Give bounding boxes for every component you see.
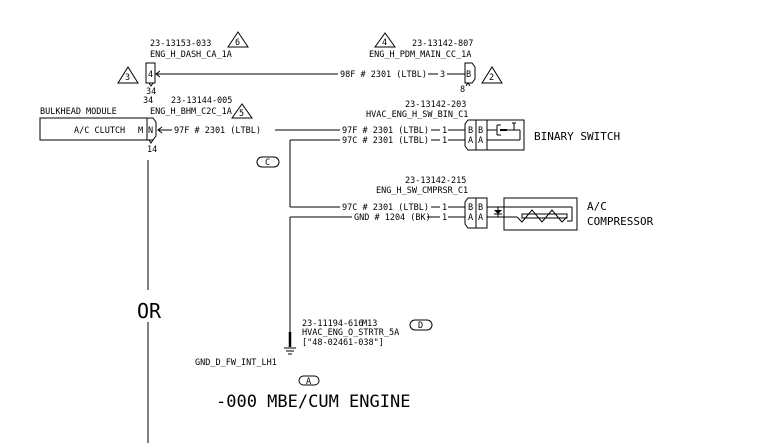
bhm-pin-ref-top: 34 bbox=[143, 96, 153, 106]
compressor-pin-b: B bbox=[468, 203, 473, 213]
svg-text:6: 6 bbox=[235, 38, 240, 48]
callout-5: 5 bbox=[231, 103, 253, 119]
marker-d: D bbox=[409, 319, 433, 331]
bhm-connector-name: ENG_H_BHM_C2C_1A bbox=[150, 107, 232, 117]
ground-label: GND_D_FW_INT_LH1 bbox=[195, 358, 277, 368]
wire-gnd-cmp-pin: 1 bbox=[442, 213, 447, 223]
binary-connector-name: HVAC_ENG_H_SW_BIN_C1 bbox=[366, 110, 468, 120]
ground-connector-name: HVAC_ENG_O_STRTR_5A bbox=[302, 328, 399, 338]
module-title: BULKHEAD MODULE bbox=[40, 107, 117, 117]
pin-ref-arrow-icon bbox=[148, 139, 154, 144]
compressor-device-pin-b: B bbox=[478, 203, 483, 213]
callout-4: 4 bbox=[374, 32, 396, 48]
ground-part: 23-11194-616 bbox=[302, 319, 363, 329]
bhm-connector-part: 23-13144-005 bbox=[171, 96, 232, 106]
bhm-pin: N bbox=[148, 126, 153, 136]
wire-98f-label: 98F # 2301 (LTBL) bbox=[340, 70, 427, 80]
wire-97f-bhm-label: 97F # 2301 (LTBL) bbox=[174, 126, 261, 136]
dash-pin: 4 bbox=[148, 70, 153, 80]
svg-text:D: D bbox=[418, 321, 423, 331]
compressor-pin-a: A bbox=[468, 213, 473, 223]
dash-connector-part: 23-13153-033 bbox=[150, 39, 211, 49]
compressor-device-pin-a: A bbox=[478, 213, 483, 223]
wire-97f-bin-pin: 1 bbox=[442, 126, 447, 136]
pdm-pin: B bbox=[466, 70, 471, 80]
callout-2: 2 bbox=[481, 66, 503, 84]
callout-6: 6 bbox=[227, 31, 249, 48]
ground-connector-sub: ["48-02461-038"] bbox=[302, 338, 384, 348]
wire-gnd-cmp-label: GND # 1204 (BK) bbox=[354, 213, 431, 223]
bhm-connector-pin-box bbox=[146, 117, 157, 141]
svg-text:4: 4 bbox=[382, 38, 387, 48]
compressor-connector-part: 23-13142-215 bbox=[405, 176, 466, 186]
svg-text:5: 5 bbox=[239, 109, 244, 119]
pdm-connector-name: ENG_H_PDM_MAIN_CC_1A bbox=[369, 50, 471, 60]
binary-pin-a: A bbox=[468, 136, 473, 146]
switch-icon bbox=[487, 122, 521, 141]
binary-switch-body bbox=[486, 119, 525, 151]
svg-text:A: A bbox=[306, 377, 311, 387]
svg-text:3: 3 bbox=[125, 73, 130, 83]
bhm-pin-ref: 14 bbox=[147, 145, 157, 155]
marker-a: A bbox=[298, 375, 320, 387]
pin-ref-arrow-icon bbox=[465, 82, 471, 87]
compressor-device-pins bbox=[475, 197, 488, 229]
binary-connector-part: 23-13142-203 bbox=[405, 100, 466, 110]
or-label: OR bbox=[137, 299, 162, 323]
pdm-connector-pin-box bbox=[464, 62, 476, 84]
module-pin: M bbox=[138, 126, 143, 136]
pdm-connector-part: 23-13142-807 bbox=[412, 39, 473, 49]
dash-pin-ref: 34 bbox=[146, 87, 156, 97]
pdm-pin-ref: 8 bbox=[460, 85, 465, 95]
compressor-label-line2: COMPRESSOR bbox=[587, 215, 654, 228]
binary-switch-pin-a: A bbox=[478, 136, 483, 146]
wire-97c-bin-label: 97C # 2301 (LTBL) bbox=[342, 136, 429, 146]
pin-ref-arrow-icon bbox=[148, 82, 154, 87]
module-function: A/C CLUTCH bbox=[74, 126, 125, 136]
diagram-title: -000 MBE/CUM ENGINE bbox=[216, 392, 410, 412]
compressor-label-line1: A/C bbox=[587, 200, 607, 213]
wire-97c-bin-pin: 1 bbox=[442, 136, 447, 146]
clutch-coil-icon bbox=[504, 206, 573, 223]
wire-97c-cmp-label: 97C # 2301 (LTBL) bbox=[342, 203, 429, 213]
binary-switch-label: BINARY SWITCH bbox=[534, 130, 620, 143]
binary-switch-pin-b: B bbox=[478, 126, 483, 136]
dash-connector-name: ENG_H_DASH_CA_1A bbox=[150, 50, 232, 60]
wire-97f-bin-label: 97F # 2301 (LTBL) bbox=[342, 126, 429, 136]
marker-c: C bbox=[256, 156, 280, 168]
ground-icon bbox=[284, 347, 296, 355]
wire-98f-pin: 3 bbox=[440, 70, 445, 80]
svg-text:C: C bbox=[265, 158, 270, 168]
callout-3: 3 bbox=[117, 66, 139, 84]
svg-text:2: 2 bbox=[489, 73, 494, 83]
wire-97c-cmp-pin: 1 bbox=[442, 203, 447, 213]
dash-connector-pin-box bbox=[145, 62, 156, 84]
compressor-connector-name: ENG_H_SW_CMPRSR_C1 bbox=[376, 186, 468, 196]
binary-pin-b: B bbox=[468, 126, 473, 136]
ground-ref: M13 bbox=[362, 319, 377, 329]
